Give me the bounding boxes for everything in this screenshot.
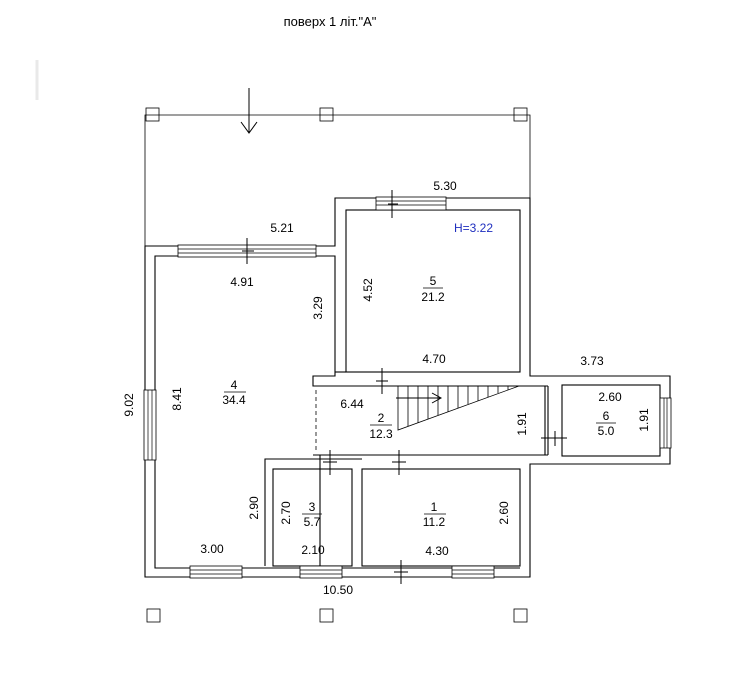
room-area: 5.7: [304, 515, 321, 529]
dim-room4-bottom: 3.00: [200, 542, 224, 556]
dim-room1-height: 2.60: [497, 501, 511, 525]
veranda-outline: [144, 107, 531, 246]
ceiling-height-label: H=3.22: [454, 221, 493, 235]
dim-room4-right-upper: 3.29: [311, 296, 325, 320]
entry-arrow-icon: [240, 88, 258, 134]
room-number: 6: [603, 409, 610, 423]
dim-room3-height: 2.70: [279, 501, 293, 525]
dim-corridor-length: 6.44: [340, 397, 364, 411]
room-label-6: 6 5.0: [596, 409, 616, 438]
corridor-walls: [313, 385, 549, 456]
dim-overall-height: 9.02: [122, 393, 136, 417]
dim-room4-right-lower: 2.90: [247, 496, 261, 520]
door-marks: [242, 190, 567, 584]
room-area: 11.2: [423, 515, 446, 529]
dimension-labels: 5.30 5.21 4.91 4.70 3.73 2.60 6.44 3.00 …: [122, 179, 651, 597]
room-number: 2: [378, 411, 385, 425]
dim-room6-top: 2.60: [598, 390, 622, 404]
staircase: [396, 385, 520, 431]
room-label-3: 3 5.7: [302, 500, 322, 529]
room-labels: 5 21.2 4 34.4 2 12.3 6 5.0 3 5.7 1 11.2: [222, 274, 616, 529]
room-number: 3: [309, 500, 316, 514]
dim-room1-bottom: 4.30: [425, 544, 449, 558]
room-number: 1: [431, 500, 438, 514]
dim-room3-bottom: 2.10: [301, 543, 325, 557]
room-area: 34.4: [222, 393, 246, 407]
room-1-walls: [361, 468, 521, 567]
dim-room4-height: 8.41: [170, 387, 184, 411]
dim-top-left: 5.21: [270, 221, 294, 235]
room-area: 12.3: [369, 427, 393, 441]
room-label-2: 2 12.3: [369, 411, 393, 441]
column-markers: [146, 608, 528, 623]
dim-room6-right: 1.91: [637, 408, 651, 432]
dim-room5-bottom: 4.70: [422, 352, 446, 366]
room-area: 5.0: [598, 424, 615, 438]
room-area: 21.2: [421, 290, 445, 304]
room-number: 4: [231, 378, 238, 392]
dim-right-ext: 3.73: [580, 354, 604, 368]
dim-top-right: 5.30: [433, 179, 457, 193]
room-label-5: 5 21.2: [421, 274, 445, 304]
room-label-4: 4 34.4: [222, 378, 246, 407]
dim-corridor-height: 1.91: [515, 412, 529, 436]
dim-room4-top: 4.91: [230, 275, 254, 289]
dim-overall-width: 10.50: [323, 583, 353, 597]
dim-room5-height: 4.52: [361, 278, 375, 302]
room-number: 5: [430, 274, 437, 288]
room-label-1: 1 11.2: [423, 500, 446, 529]
plan-title: поверх 1 літ."А": [284, 14, 377, 29]
windows: [143, 196, 672, 579]
